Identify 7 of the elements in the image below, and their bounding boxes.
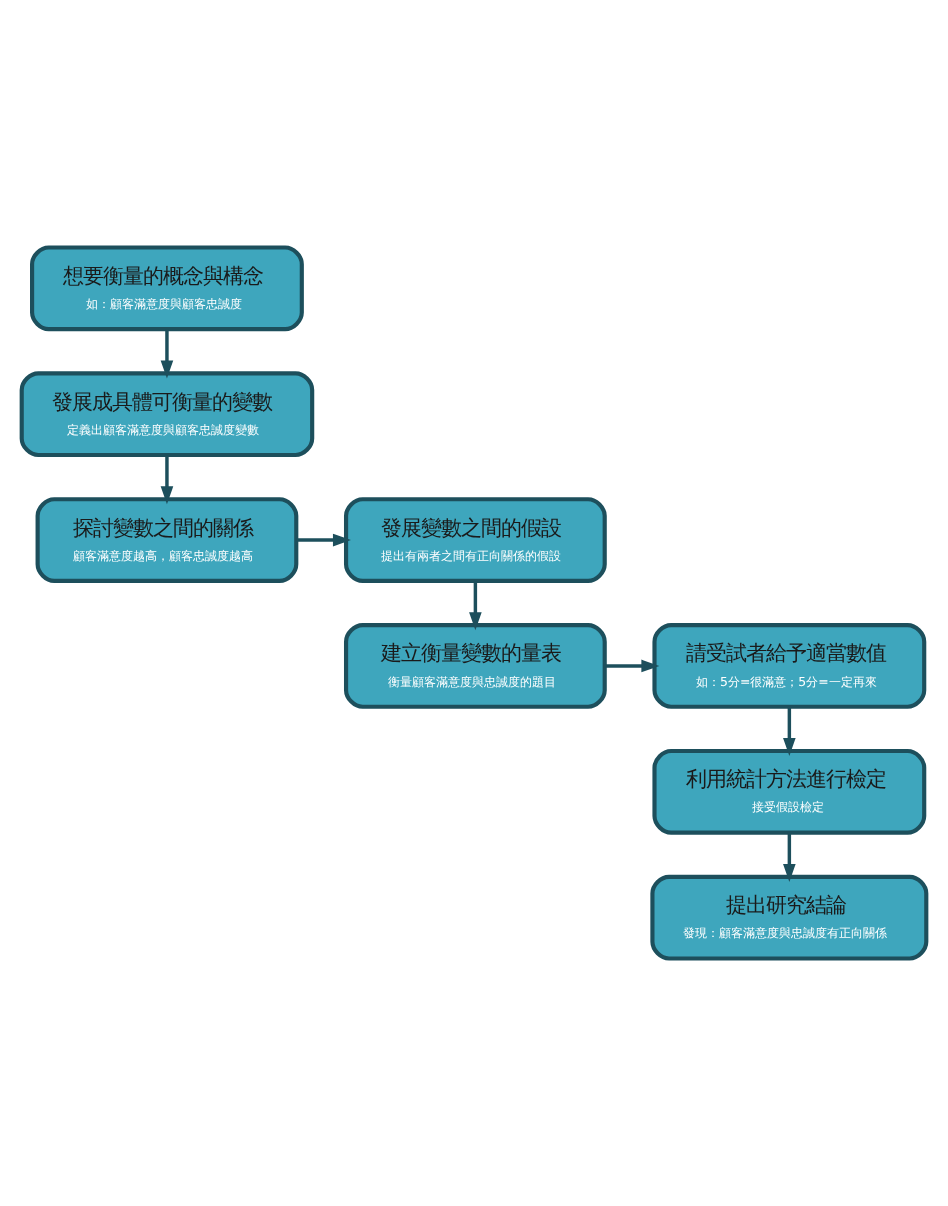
arrow [783, 706, 796, 757]
arrow [296, 533, 351, 547]
arrow [160, 455, 174, 505]
arrow [160, 329, 174, 379]
arrow [469, 581, 482, 631]
arrow [604, 659, 660, 673]
arrow [783, 832, 796, 882]
